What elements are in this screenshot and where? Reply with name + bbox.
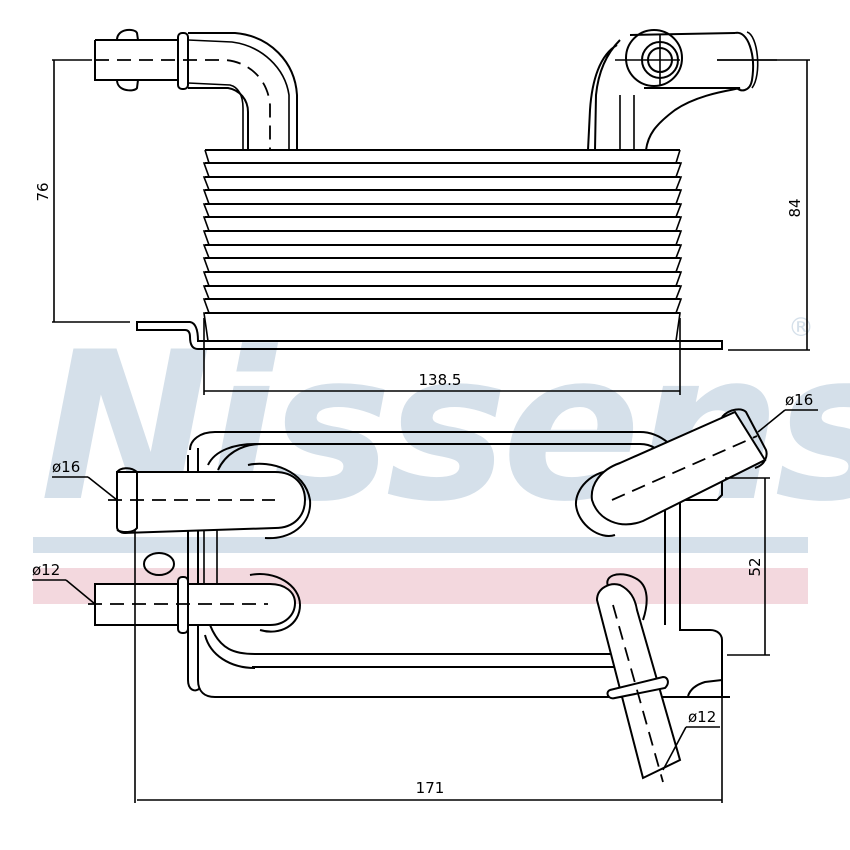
dimension-84: 84 — [717, 59, 810, 351]
dim-label-138-5: 138.5 — [419, 371, 462, 389]
top-view: 52 171 ø16 ø12 ø16 ø12 — [32, 391, 818, 803]
left-elbow-pipe — [94, 28, 298, 150]
callout-label-left-upper: ø16 — [52, 458, 80, 476]
dimension-76: 76 — [34, 59, 130, 323]
callout-right-lower: ø12 — [662, 708, 720, 771]
callout-label-left-lower: ø12 — [32, 561, 60, 579]
right-elbow-pipe — [587, 29, 777, 151]
port-left-upper-16 — [108, 462, 312, 540]
callout-label-right-upper: ø16 — [785, 391, 813, 409]
side-view: 76 84 138.5 — [34, 28, 810, 395]
dim-label-171: 171 — [416, 779, 445, 797]
callout-left-upper: ø16 — [52, 458, 118, 501]
dimension-171: 171 — [134, 530, 723, 803]
dimension-138-5: 138.5 — [203, 318, 681, 395]
cooler-core-fins — [136, 149, 723, 350]
callout-label-right-lower: ø12 — [688, 708, 716, 726]
mounting-hole — [143, 552, 175, 576]
dim-label-84: 84 — [786, 198, 804, 217]
callout-left-lower: ø12 — [32, 561, 96, 605]
dim-label-76: 76 — [34, 182, 52, 201]
registered-mark: ® — [788, 313, 814, 343]
callout-right-upper: ø16 — [757, 391, 818, 433]
port-left-lower-12 — [88, 573, 302, 634]
dim-label-52: 52 — [746, 557, 764, 576]
dimension-52: 52 — [725, 477, 770, 656]
port-right-lower-12 — [595, 573, 682, 783]
watermark-blue-stripe — [33, 537, 808, 553]
port-right-upper-16 — [574, 408, 768, 537]
